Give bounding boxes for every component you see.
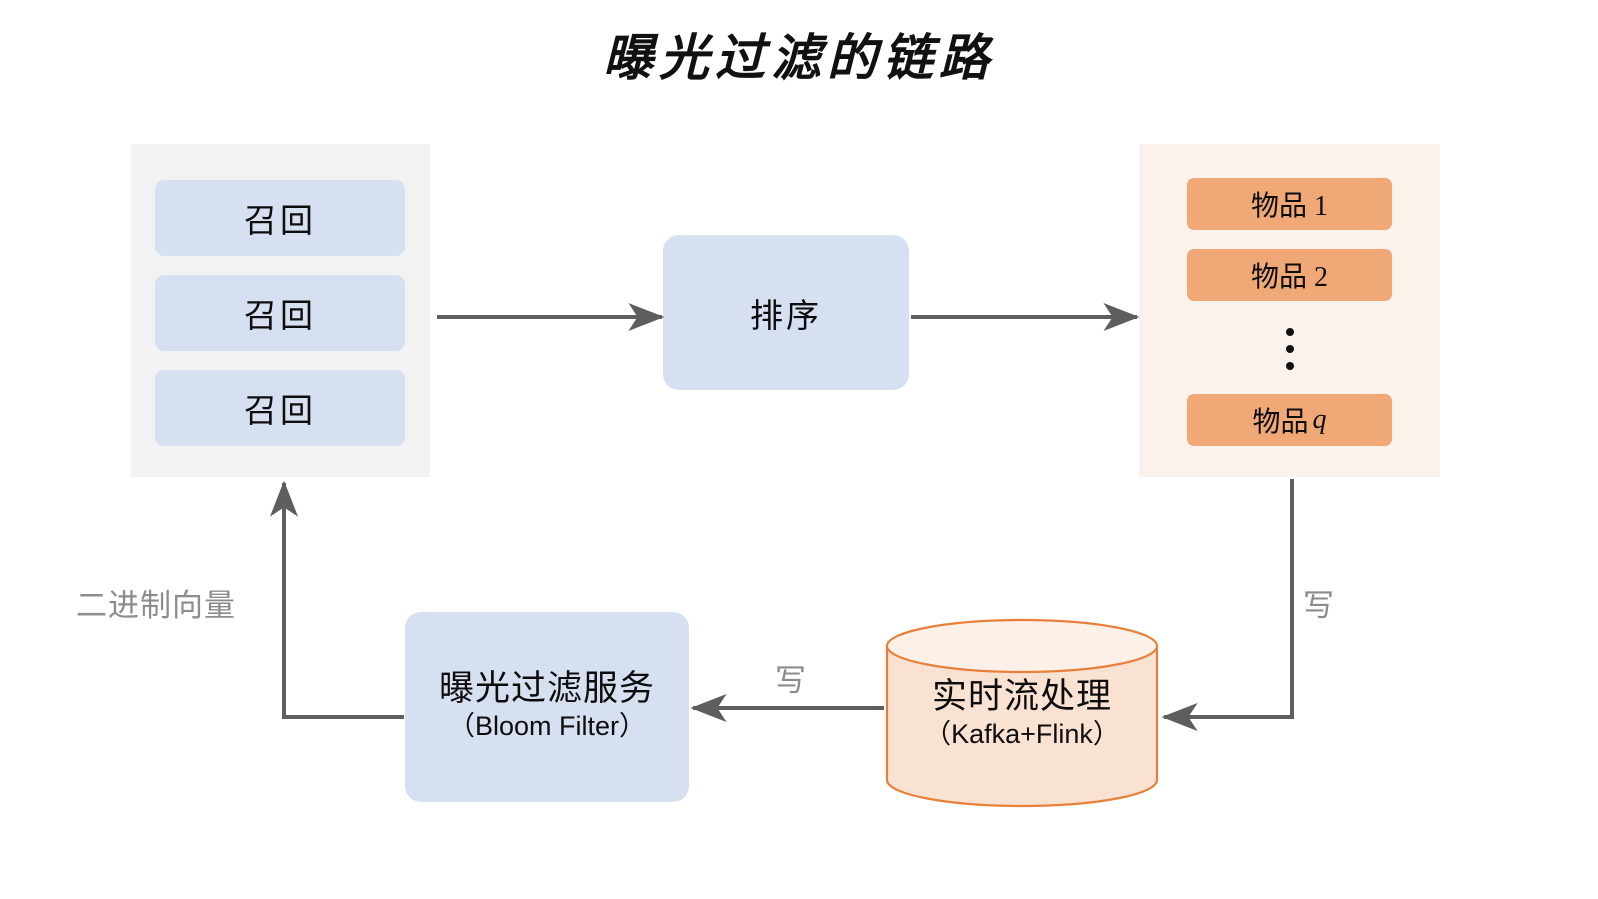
- edge-label-binary-vector: 二进制向量: [76, 588, 236, 623]
- bloom-filter-subtitle: （Bloom Filter）: [447, 711, 647, 742]
- recall-box-2-label: 召回: [244, 299, 316, 335]
- recall-box-1[interactable]: 召回: [155, 180, 405, 256]
- item-box-q[interactable]: 物品 q: [1187, 394, 1392, 446]
- item-box-q-prefix: 物品: [1252, 407, 1309, 438]
- item-box-2-label: 物品 2: [1250, 262, 1328, 293]
- page-title: 曝光过滤的链路: [603, 30, 995, 86]
- edge-label-write-middle: 写: [775, 663, 806, 698]
- bloom-filter-title: 曝光过滤服务: [438, 668, 655, 708]
- ranking-box-label: 排序: [750, 298, 822, 335]
- edge-label-write-right: 写: [1303, 588, 1334, 623]
- recall-box-1-label: 召回: [244, 204, 316, 240]
- recall-box-3-label: 召回: [244, 394, 316, 430]
- recall-box-3[interactable]: 召回: [155, 370, 405, 446]
- vertical-ellipsis-icon: [1187, 318, 1392, 380]
- item-box-1[interactable]: 物品 1: [1187, 178, 1392, 230]
- cylinder-shape: [885, 618, 1159, 808]
- ellipsis-dot: [1285, 345, 1294, 353]
- recall-box-2[interactable]: 召回: [155, 275, 405, 351]
- bloom-filter-box[interactable]: 曝光过滤服务 （Bloom Filter）: [405, 612, 689, 802]
- ellipsis-dot: [1285, 362, 1294, 370]
- stream-processing-cylinder[interactable]: [885, 618, 1159, 808]
- arrow-items-to-stream: [1161, 479, 1294, 731]
- ranking-box[interactable]: 排序: [663, 235, 909, 390]
- item-box-q-variable: q: [1312, 404, 1327, 435]
- item-box-2[interactable]: 物品 2: [1187, 249, 1392, 301]
- item-box-1-label: 物品 1: [1250, 191, 1328, 222]
- arrow-bloom-to-recall: [270, 480, 404, 719]
- ellipsis-dot: [1285, 328, 1294, 336]
